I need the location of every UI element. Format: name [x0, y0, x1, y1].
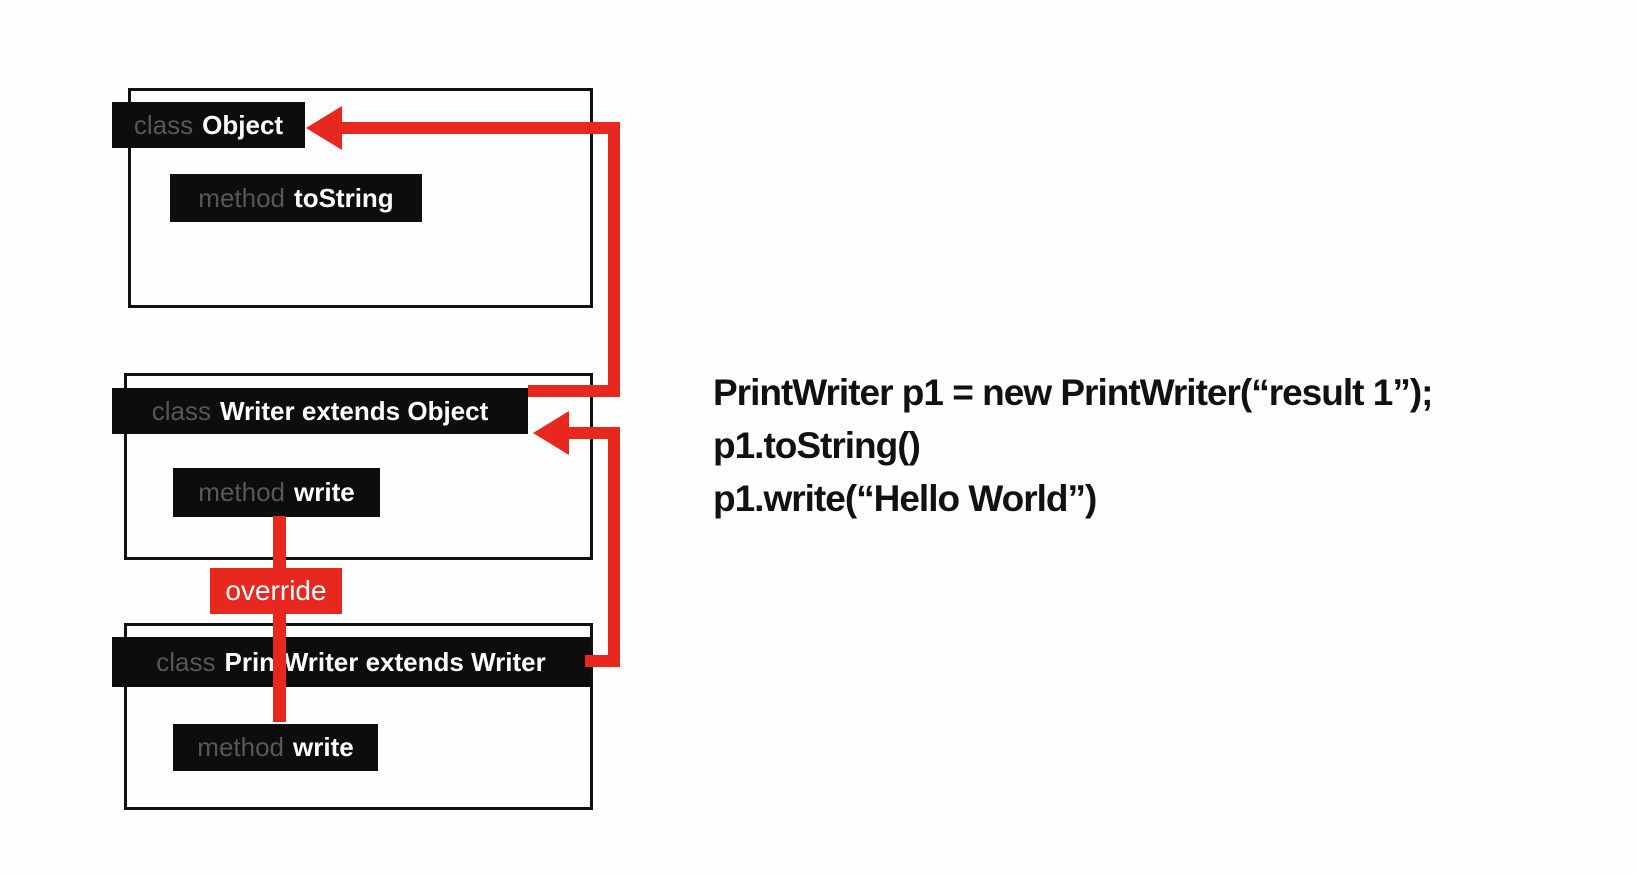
- class-label-writer: class Writer extends Object: [112, 388, 528, 434]
- method-name: toString: [294, 182, 394, 213]
- method-name: write: [293, 732, 354, 762]
- extends-arrow-writer-elbow: [585, 655, 620, 667]
- extends-arrowhead-to-writer-icon: [533, 411, 569, 455]
- extends-arrow-object-vertical: [608, 122, 620, 397]
- extends-arrowhead-to-object-icon: [306, 106, 342, 150]
- method-label-writer-write: method write: [173, 468, 380, 517]
- class-keyword: class: [156, 646, 216, 677]
- class-box-writer: [124, 373, 593, 560]
- extends-arrow-writer-shaft: [565, 427, 620, 439]
- class-box-printwriter: [124, 623, 593, 810]
- code-snippet: PrintWriter p1 = new PrintWriter(“result…: [713, 366, 1433, 525]
- extends-arrow-object-elbow: [528, 385, 620, 397]
- class-keyword: class: [133, 109, 194, 140]
- extends-arrow-writer-vertical: [608, 427, 620, 667]
- class-name: Object: [202, 109, 284, 140]
- method-keyword: method: [198, 182, 286, 213]
- class-label-object: class Object: [112, 102, 305, 148]
- method-keyword: method: [197, 732, 285, 762]
- method-label-tostring: method toString: [170, 174, 422, 222]
- code-line-2: p1.toString(): [713, 425, 921, 466]
- class-box-object: [128, 88, 593, 308]
- code-line-3: p1.write(“Hello World”): [713, 478, 1097, 519]
- method-label-printwriter-write: method write: [173, 724, 378, 771]
- class-keyword: class: [151, 395, 211, 426]
- class-name: Writer extends Object: [219, 395, 489, 426]
- override-link-line: [273, 516, 286, 722]
- override-badge: override: [210, 568, 342, 614]
- method-keyword: method: [198, 477, 286, 507]
- code-line-1: PrintWriter p1 = new PrintWriter(“result…: [713, 372, 1433, 413]
- method-name: write: [294, 477, 355, 507]
- class-label-printwriter: class PrintWriter extends Writer: [112, 637, 590, 687]
- extends-arrow-object-shaft: [338, 122, 620, 134]
